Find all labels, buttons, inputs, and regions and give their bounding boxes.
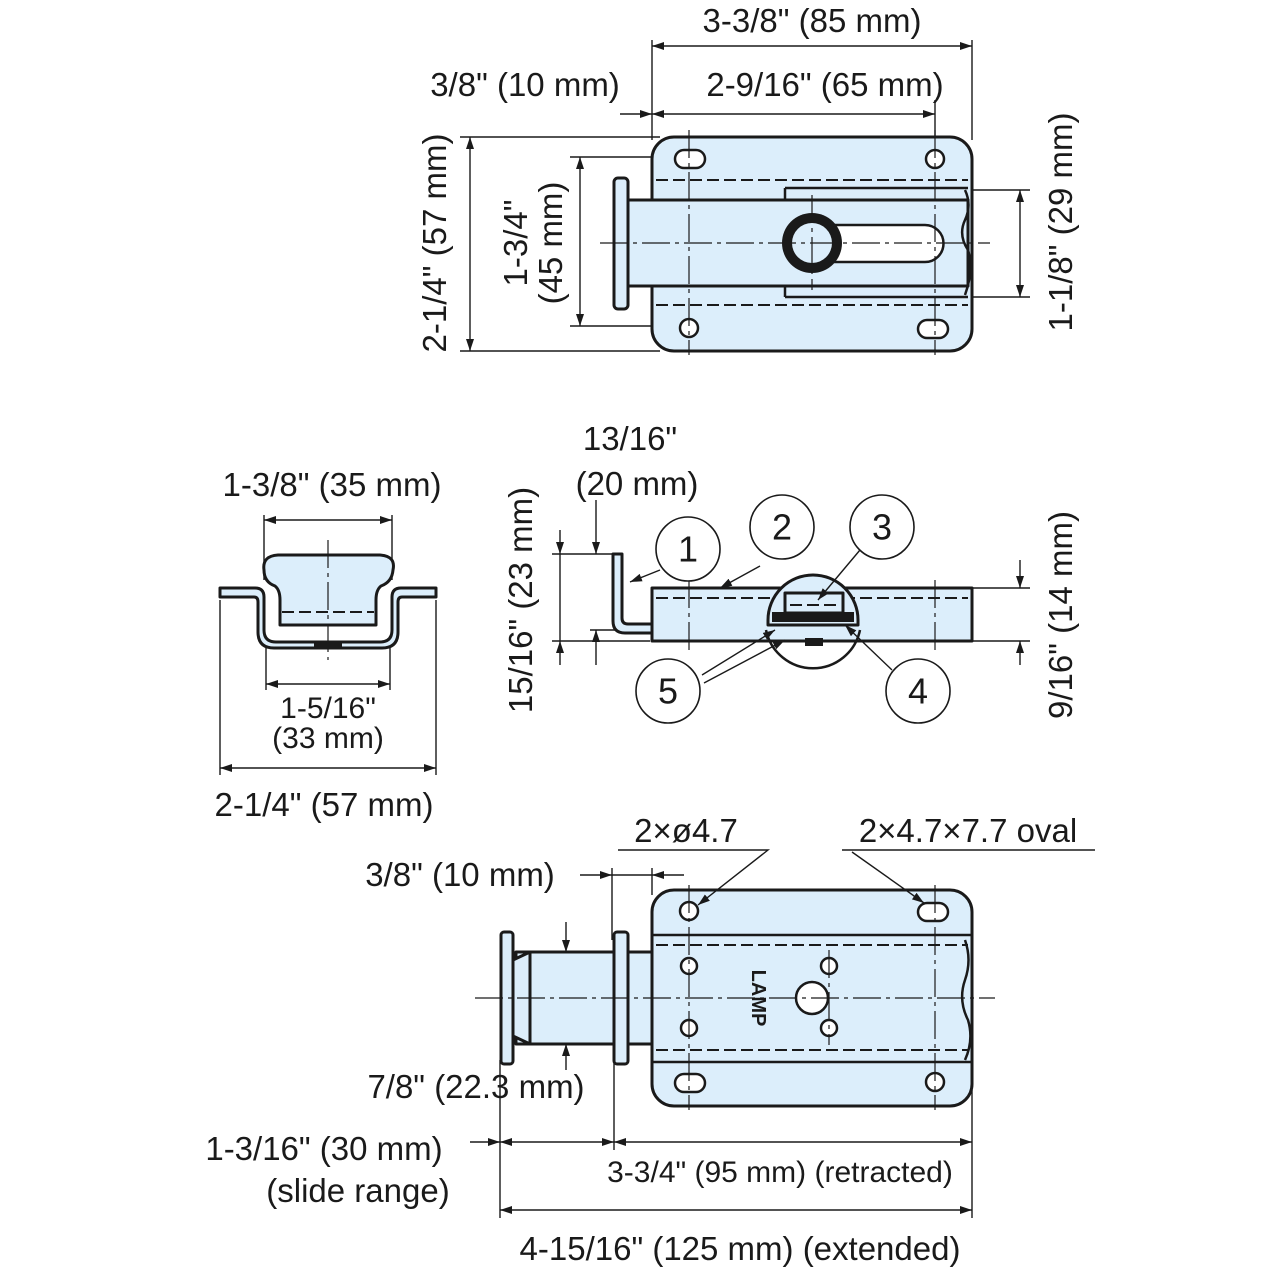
dim-hole-spacing: 2-9/16" (65 mm) xyxy=(706,66,943,103)
svg-text:3: 3 xyxy=(872,507,892,548)
dim-bolt-height-mm: (45 mm) xyxy=(532,182,569,305)
dim-inner-width-in: 1-5/16" xyxy=(280,692,376,725)
dim-inner-width-mm: (33 mm) xyxy=(272,722,384,755)
dim-slide-range-note: (slide range) xyxy=(266,1172,449,1209)
dim-bottom-offset: 3/8" (10 mm) xyxy=(365,856,555,893)
dim-overall-width: 3-3/8" (85 mm) xyxy=(703,2,922,39)
svg-text:2: 2 xyxy=(772,507,792,548)
callout-3: 3 xyxy=(849,494,915,560)
callout-4: 4 xyxy=(885,658,951,724)
dim-flange-offset-in: 13/16" xyxy=(583,420,677,457)
end-channel xyxy=(218,586,438,650)
dim-slot-height: 1-1/8" (29 mm) xyxy=(1042,113,1079,332)
dim-bolt-height-in: 1-3/4" xyxy=(497,200,534,287)
dim-oval-holes: 2×4.7×7.7 oval xyxy=(859,812,1077,849)
brand-logo: LAMP xyxy=(747,970,769,1027)
callout-5: 5 xyxy=(635,658,701,724)
dim-knob-dia: 7/8" (22.3 mm) xyxy=(367,1068,584,1105)
svg-text:1: 1 xyxy=(678,529,698,570)
callout-1: 1 xyxy=(655,516,721,582)
oval-hole-icon xyxy=(673,148,707,170)
oval-hole-icon xyxy=(673,1072,707,1094)
dim-end-overall-width: 2-1/4" (57 mm) xyxy=(215,786,434,823)
oval-hole-icon xyxy=(916,901,950,923)
top-view: 3-3/8" (85 mm) 2-9/16" (65 mm) 3/8" (10 … xyxy=(416,2,1079,355)
dim-retracted: 3-3/4" (95 mm) (retracted) xyxy=(607,1156,953,1189)
dim-flange-offset-mm: (20 mm) xyxy=(576,465,699,502)
svg-text:5: 5 xyxy=(658,671,678,712)
dim-extended: 4-15/16" (125 mm) (extended) xyxy=(520,1230,961,1267)
oval-hole-icon xyxy=(916,318,950,340)
dim-overall-height: 15/16" (23 mm) xyxy=(502,487,539,713)
dim-slide-range: 1-3/16" (30 mm) xyxy=(205,1130,442,1167)
side-bolt-flange xyxy=(611,552,654,635)
dim-top-width: 1-3/8" (35 mm) xyxy=(223,466,442,503)
bottom-view: LAMP 2×ø4.7 2×4.7×7.7 oval 3/8" (10 mm) … xyxy=(205,812,1095,1267)
dim-body-height: 9/16" (14 mm) xyxy=(1042,511,1079,719)
side-view: 1 2 3 4 5 13/16" (20 mm) 15/16" (23 mm) … xyxy=(502,420,1079,724)
dim-round-holes: 2×ø4.7 xyxy=(634,812,738,849)
svg-text:4: 4 xyxy=(908,671,928,712)
dim-offset: 3/8" (10 mm) xyxy=(430,66,620,103)
end-view: 1-3/8" (35 mm) 1-5/16" (33 mm) 2-1/4" (5… xyxy=(215,466,442,823)
dim-height: 2-1/4" (57 mm) xyxy=(416,134,453,353)
end-bolt-section xyxy=(262,553,395,627)
callout-2: 2 xyxy=(749,494,815,560)
